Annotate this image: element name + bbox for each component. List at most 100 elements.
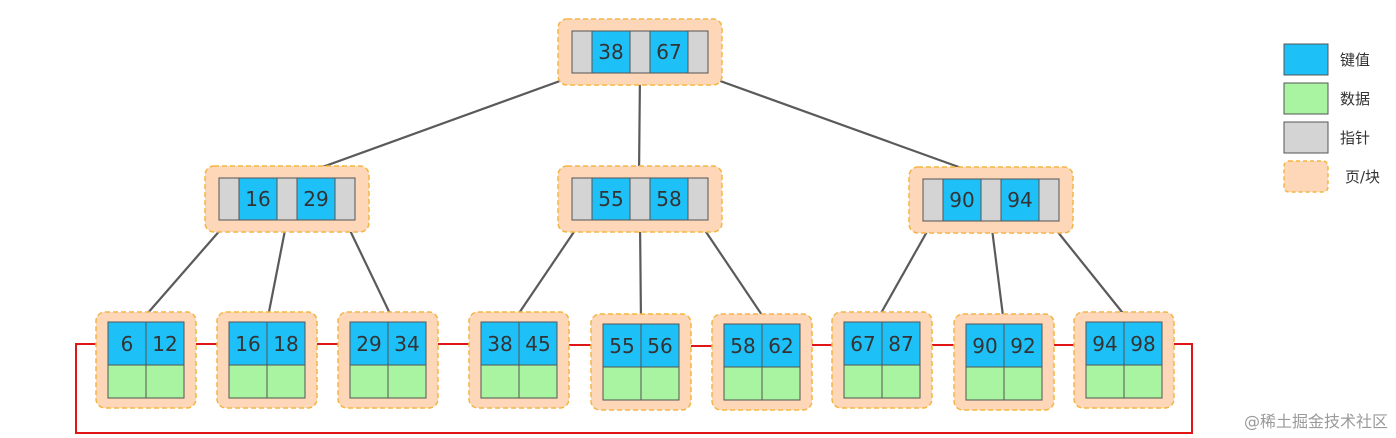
leaf-wraparound-link bbox=[75, 339, 1193, 434]
key-value: 38 bbox=[598, 40, 623, 64]
data-cell bbox=[640, 366, 680, 401]
key-value: 87 bbox=[888, 332, 913, 356]
key-value: 58 bbox=[730, 334, 755, 358]
pointer-cell bbox=[980, 178, 1002, 222]
key-value: 98 bbox=[1130, 332, 1155, 356]
pointer-cell bbox=[334, 177, 356, 221]
pointer-arrow bbox=[634, 72, 645, 178]
key-value: 55 bbox=[609, 334, 634, 358]
pointer-cell bbox=[571, 30, 593, 74]
key-value: 90 bbox=[972, 334, 997, 358]
key-cell bbox=[761, 323, 801, 368]
key-cell bbox=[649, 177, 689, 221]
key-cell bbox=[942, 178, 982, 222]
pointer-cell bbox=[629, 177, 651, 221]
leaf-node: 29 34 bbox=[337, 311, 439, 409]
data-cell bbox=[107, 364, 147, 399]
legend-item: 数据 bbox=[1283, 82, 1370, 115]
key-cell bbox=[1123, 321, 1163, 366]
leaf-node: 90 92 bbox=[953, 313, 1055, 411]
key-value: 67 bbox=[656, 40, 681, 64]
pointer-arrow bbox=[1048, 220, 1132, 324]
key-value: 92 bbox=[1010, 334, 1035, 358]
pointer-arrow bbox=[697, 219, 770, 326]
pointer-arrow bbox=[344, 219, 396, 324]
data-cell bbox=[881, 364, 921, 399]
watermark: @稀土掘金技术社区 bbox=[1243, 412, 1388, 431]
key-cell bbox=[296, 177, 336, 221]
tree-edges bbox=[138, 71, 1132, 326]
data-cell bbox=[1123, 364, 1163, 399]
key-cell bbox=[649, 30, 689, 74]
key-cell bbox=[591, 30, 631, 74]
key-value: 94 bbox=[1092, 332, 1117, 356]
key-value: 29 bbox=[303, 187, 328, 211]
legend-label: 指针 bbox=[1340, 129, 1370, 147]
key-value: 67 bbox=[850, 332, 875, 356]
key-cell bbox=[723, 323, 763, 368]
key-swatch bbox=[1283, 43, 1329, 76]
key-cell bbox=[387, 321, 427, 366]
data-cell bbox=[602, 366, 642, 401]
legend-label: 数据 bbox=[1340, 90, 1370, 108]
key-value: 34 bbox=[394, 332, 419, 356]
pointer-cell bbox=[571, 177, 593, 221]
data-cell bbox=[723, 366, 763, 401]
leaf-node: 94 98 bbox=[1073, 311, 1175, 409]
leaf-node: 67 87 bbox=[831, 311, 933, 409]
key-value: 90 bbox=[949, 188, 974, 212]
data-cell bbox=[965, 366, 1005, 401]
key-cell bbox=[266, 321, 306, 366]
pointer-cell bbox=[218, 177, 240, 221]
key-value: 45 bbox=[525, 332, 550, 356]
data-swatch bbox=[1283, 82, 1329, 115]
key-value: 18 bbox=[273, 332, 298, 356]
key-cell bbox=[591, 177, 631, 221]
page-swatch bbox=[1283, 160, 1329, 193]
pointer-arrow bbox=[697, 71, 994, 181]
key-cell bbox=[228, 321, 268, 366]
data-cell bbox=[349, 364, 389, 399]
key-value: 16 bbox=[235, 332, 260, 356]
pointer-cell bbox=[687, 30, 709, 74]
data-cell bbox=[1085, 364, 1125, 399]
legend-label: 页/块 bbox=[1345, 168, 1380, 186]
pointer-cell bbox=[629, 30, 651, 74]
pointer-arrow bbox=[263, 219, 289, 324]
pointer-arrow bbox=[875, 220, 934, 324]
key-value: 38 bbox=[487, 332, 512, 356]
key-value: 6 bbox=[121, 332, 134, 356]
data-cell bbox=[480, 364, 520, 399]
key-cell bbox=[602, 323, 642, 368]
pointer-cell bbox=[1038, 178, 1060, 222]
key-cell bbox=[1003, 323, 1043, 368]
data-cell bbox=[843, 364, 883, 399]
pointer-swatch bbox=[1283, 121, 1329, 154]
pointer-cell bbox=[687, 177, 709, 221]
key-value: 16 bbox=[245, 187, 270, 211]
data-cell bbox=[518, 364, 558, 399]
pointer-cell bbox=[922, 178, 944, 222]
data-cell bbox=[1003, 366, 1043, 401]
key-value: 94 bbox=[1007, 188, 1032, 212]
legend-label: 键值 bbox=[1340, 51, 1370, 69]
data-cell bbox=[145, 364, 185, 399]
key-cell bbox=[107, 321, 147, 366]
key-cell bbox=[145, 321, 185, 366]
leaf-node: 38 45 bbox=[468, 311, 570, 409]
legend-item: 键值 bbox=[1283, 43, 1370, 76]
key-value: 29 bbox=[356, 332, 381, 356]
data-cell bbox=[228, 364, 268, 399]
legend-item: 指针 bbox=[1283, 121, 1370, 154]
key-value: 58 bbox=[656, 187, 681, 211]
pointer-arrow bbox=[635, 219, 646, 326]
key-cell bbox=[1085, 321, 1125, 366]
data-cell bbox=[266, 364, 306, 399]
